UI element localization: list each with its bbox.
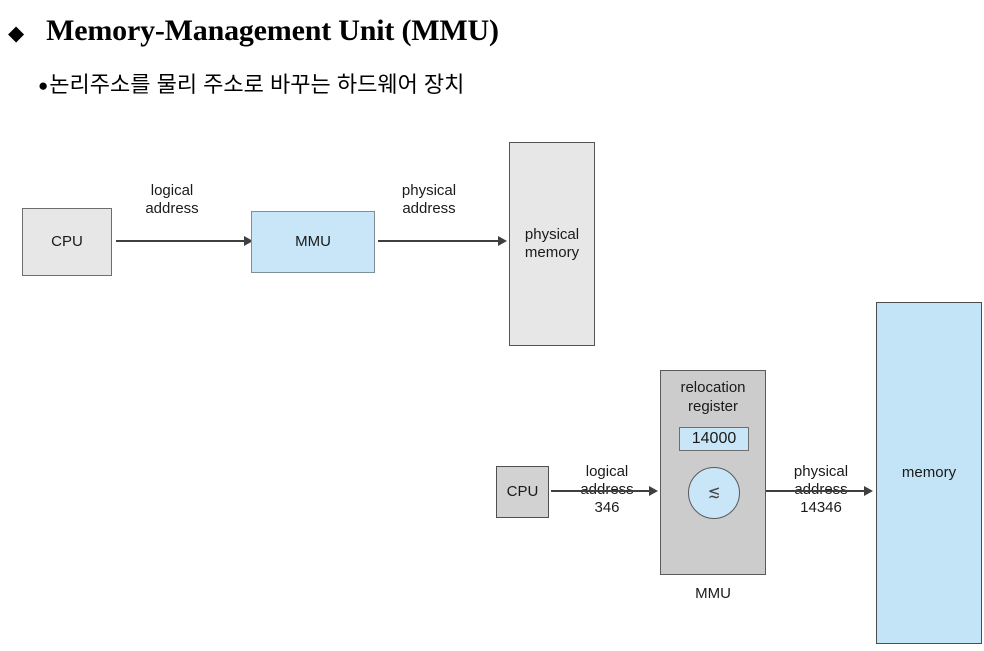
arrow-head-cpu-to-mmu-top: [244, 236, 253, 246]
arrow-head-mmu-to-memory-bottom: [864, 486, 873, 496]
relocation-register-label: relocation register: [680, 379, 746, 415]
cpu-box-top: CPU: [22, 208, 112, 276]
round-bullet-icon: ●: [38, 75, 49, 95]
subtitle-line: ● 논리주소를 물리 주소로 바꾸는 하드웨어 장치: [38, 72, 464, 98]
arrow-cpu-to-mmu-top: [116, 240, 246, 242]
memory-box: memory: [876, 302, 982, 644]
arrow-mmu-to-memory-bottom: [766, 490, 866, 492]
arrow-head-mmu-to-memory-top: [498, 236, 507, 246]
physical-memory-box: physical memory: [509, 142, 595, 346]
page-title: ◆ Memory-Management Unit (MMU): [8, 16, 499, 46]
mmu-box-bottom: relocation register 14000 ≲: [660, 370, 766, 575]
mmu-caption-bottom: MMU: [695, 585, 731, 602]
cpu-box-bottom: CPU: [496, 466, 549, 518]
logical-address-label-bottom: logical address: [580, 463, 633, 498]
physical-address-label-top: physical address: [401, 182, 457, 217]
physical-address-value: 14346: [800, 499, 842, 516]
logical-address-value: 346: [594, 499, 620, 516]
title-text: Memory-Management Unit (MMU): [46, 14, 499, 47]
adder-glyph: ≲: [707, 482, 721, 503]
diamond-bullet-icon: ◆: [8, 22, 25, 45]
mmu-box-top: MMU: [251, 211, 375, 273]
physical-address-label-bottom: physical address: [793, 463, 849, 498]
adder-circle-icon: ≲: [688, 467, 740, 519]
arrow-head-cpu-to-mmu-bottom: [649, 486, 658, 496]
arrow-cpu-to-mmu-bottom: [551, 490, 651, 492]
arrow-mmu-to-memory-top: [378, 240, 500, 242]
relocation-register-value: 14000: [679, 427, 749, 451]
logical-address-label-top: logical address: [145, 182, 199, 217]
subtitle-text: 논리주소를 물리 주소로 바꾸는 하드웨어 장치: [49, 72, 465, 97]
